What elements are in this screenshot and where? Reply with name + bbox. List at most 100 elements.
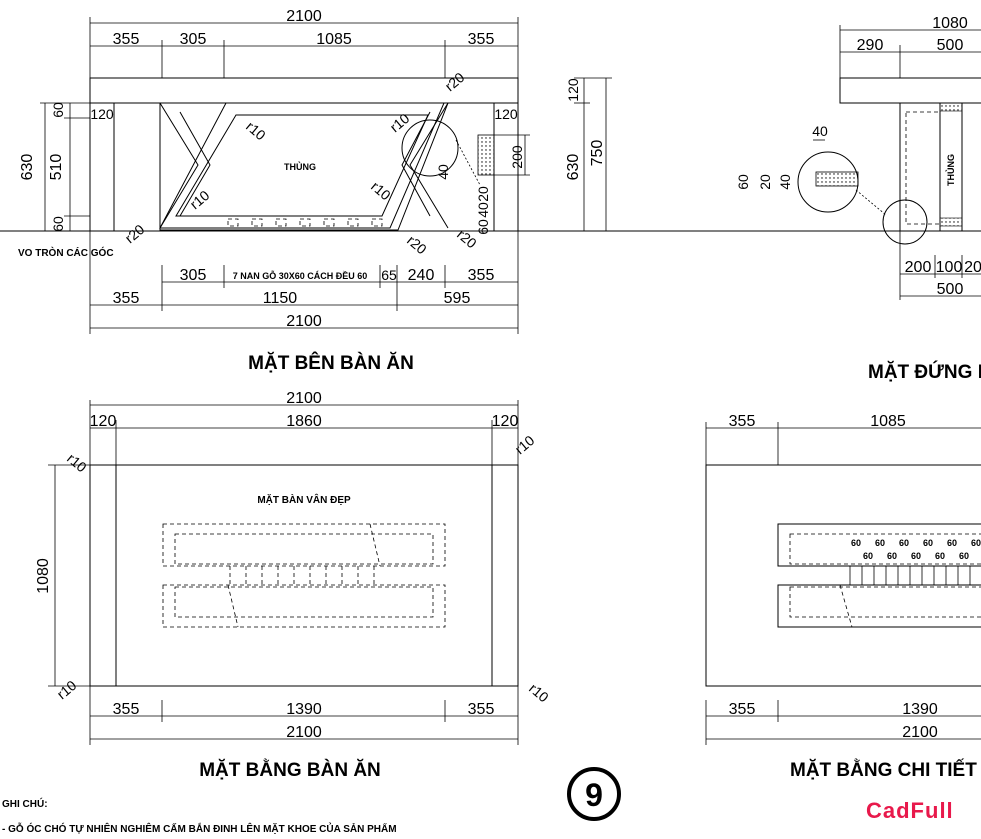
side-left-60-bottom: 60 bbox=[50, 216, 66, 232]
front-table-top bbox=[839, 77, 981, 104]
side-leg-frame-outer bbox=[159, 102, 445, 229]
front-view: 1080 290 500 THỦNG 40 60 20 40 200 100 2… bbox=[735, 15, 981, 383]
side-view: 2100 355 305 1085 355 120 120 THỦNG bbox=[18, 8, 612, 374]
notes-line-1: - GỖ ÓC CHÓ TỰ NHIÊN NGHIÊM CẤM BẮN ĐINH… bbox=[2, 822, 397, 835]
side-bottom-65: 65 bbox=[381, 267, 397, 283]
side-right-750: 750 bbox=[589, 140, 606, 167]
plan-bottom-total: 2100 bbox=[286, 724, 322, 741]
detail-bottom-1390: 1390 bbox=[902, 701, 938, 718]
front-dim-290: 290 bbox=[857, 37, 884, 54]
side-dim-120-right: 120 bbox=[494, 106, 518, 122]
side-left-630: 630 bbox=[19, 154, 36, 181]
side-r10-br: r10 bbox=[368, 178, 394, 203]
front-view-title: MẶT ĐỨNG B bbox=[868, 361, 981, 383]
plan-view: 2100 120 1860 120 MẶT BÀN VÂN ĐẸP bbox=[35, 390, 552, 781]
front-bottom-100: 100 bbox=[936, 259, 963, 276]
side-detail-200: 200 bbox=[509, 145, 525, 169]
side-round-corners-note: VO TRÒN CÁC GÓC bbox=[18, 246, 114, 259]
side-post-left bbox=[89, 102, 115, 232]
front-left-20: 20 bbox=[757, 174, 773, 190]
front-bottom-200: 200 bbox=[905, 259, 932, 276]
plan-veneer-label: MẶT BÀN VÂN ĐẸP bbox=[257, 493, 351, 506]
plan-total-width: 2100 bbox=[286, 390, 322, 407]
side-r10-tl: r10 bbox=[243, 118, 269, 143]
side-total-width: 2100 bbox=[286, 8, 322, 25]
side-left-510: 510 bbox=[48, 154, 65, 181]
side-slats bbox=[227, 218, 383, 227]
front-hollow-label: THỦNG bbox=[945, 154, 956, 186]
side-dim-120-left: 120 bbox=[90, 106, 114, 122]
side-slats-note: 7 NAN GỖ 30X60 CÁCH ĐỀU 60 bbox=[233, 270, 368, 281]
front-detail-40: 40 bbox=[812, 123, 828, 139]
detail-slat-lines bbox=[849, 566, 971, 585]
page-number-badge: 9 bbox=[567, 767, 621, 821]
side-detail-40: 40 bbox=[435, 164, 451, 180]
side-view-title: MẶT BÊN BÀN ĂN bbox=[248, 352, 414, 374]
detail-dim-355: 355 bbox=[729, 413, 756, 430]
side-r20-top: r20 bbox=[442, 69, 468, 94]
side-right-630: 630 bbox=[565, 154, 582, 181]
plan-r10-tr: r10 bbox=[512, 432, 538, 457]
page-number: 9 bbox=[585, 777, 603, 813]
svg-text:60: 60 bbox=[923, 538, 933, 548]
plan-bottom-355-right: 355 bbox=[468, 701, 495, 718]
detail-plan-title: MẶT BẰNG CHI TIẾT BA bbox=[790, 759, 981, 781]
side-dim-355-left: 355 bbox=[113, 31, 140, 48]
detail-bottom-355: 355 bbox=[729, 701, 756, 718]
svg-text:60: 60 bbox=[935, 551, 945, 561]
detail-bottom-total: 2100 bbox=[902, 724, 938, 741]
front-dim-500: 500 bbox=[937, 37, 964, 54]
side-dim-355-right: 355 bbox=[468, 31, 495, 48]
front-bottom-500: 500 bbox=[937, 281, 964, 298]
plan-dim-1860: 1860 bbox=[286, 413, 322, 430]
svg-text:60: 60 bbox=[887, 551, 897, 561]
plan-dim-120-left: 120 bbox=[90, 413, 117, 430]
side-r10-tr: r10 bbox=[387, 110, 413, 135]
side-leg-frame-inner bbox=[175, 114, 429, 217]
side-bottom2-1150: 1150 bbox=[263, 290, 298, 307]
side-bottom2-355: 355 bbox=[113, 290, 140, 307]
plan-view-title: MẶT BẰNG BÀN ĂN bbox=[199, 759, 381, 781]
side-dim-305: 305 bbox=[180, 31, 207, 48]
side-r20-bm: r20 bbox=[404, 232, 430, 257]
svg-text:60: 60 bbox=[947, 538, 957, 548]
front-left-40: 40 bbox=[777, 174, 793, 190]
front-detail-section bbox=[815, 171, 859, 187]
detail-plan-view: 355 1085 60 60 60 60 60 60 60 bbox=[705, 413, 981, 781]
notes-heading: GHI CHÚ: bbox=[2, 797, 48, 810]
side-dim-1085: 1085 bbox=[316, 31, 352, 48]
svg-text:60: 60 bbox=[899, 538, 909, 548]
side-detail-60: 60 bbox=[475, 219, 491, 235]
detail-table-top bbox=[705, 464, 981, 687]
svg-text:60: 60 bbox=[959, 551, 969, 561]
plan-left-1080: 1080 bbox=[35, 558, 52, 594]
front-bottom-20: 20 bbox=[964, 259, 981, 276]
side-bottom-total: 2100 bbox=[286, 313, 322, 330]
detail-slat-dims: 60 60 60 60 60 60 60 60 60 60 60 bbox=[851, 538, 981, 561]
side-hollow-label: THỦNG bbox=[284, 161, 316, 172]
side-bottom2-595: 595 bbox=[444, 290, 471, 307]
plan-bottom-1390: 1390 bbox=[286, 701, 322, 718]
side-detail-section bbox=[477, 134, 495, 176]
front-left-60: 60 bbox=[735, 174, 751, 190]
plan-r10-tl: r10 bbox=[64, 450, 90, 475]
plan-dim-120-right: 120 bbox=[492, 413, 519, 430]
plan-table-top bbox=[89, 464, 519, 687]
svg-text:60: 60 bbox=[971, 538, 981, 548]
side-detail-40b: 40 bbox=[475, 202, 491, 218]
side-bottom-305: 305 bbox=[180, 267, 207, 284]
side-detail-20: 20 bbox=[475, 186, 491, 202]
plan-r10-br: r10 bbox=[526, 680, 552, 705]
side-right-120: 120 bbox=[565, 78, 581, 102]
plan-leg-frames bbox=[162, 523, 446, 628]
side-left-60-top: 60 bbox=[50, 102, 66, 118]
side-detail-circle bbox=[401, 119, 459, 177]
plan-r10-bl: r10 bbox=[54, 677, 80, 702]
side-bottom-355: 355 bbox=[468, 267, 495, 284]
svg-text:60: 60 bbox=[875, 538, 885, 548]
front-dim-1080: 1080 bbox=[932, 15, 968, 32]
side-r20-bl: r20 bbox=[122, 221, 148, 246]
brand-logo: CadFull bbox=[866, 798, 954, 823]
plan-bottom-355-left: 355 bbox=[113, 701, 140, 718]
